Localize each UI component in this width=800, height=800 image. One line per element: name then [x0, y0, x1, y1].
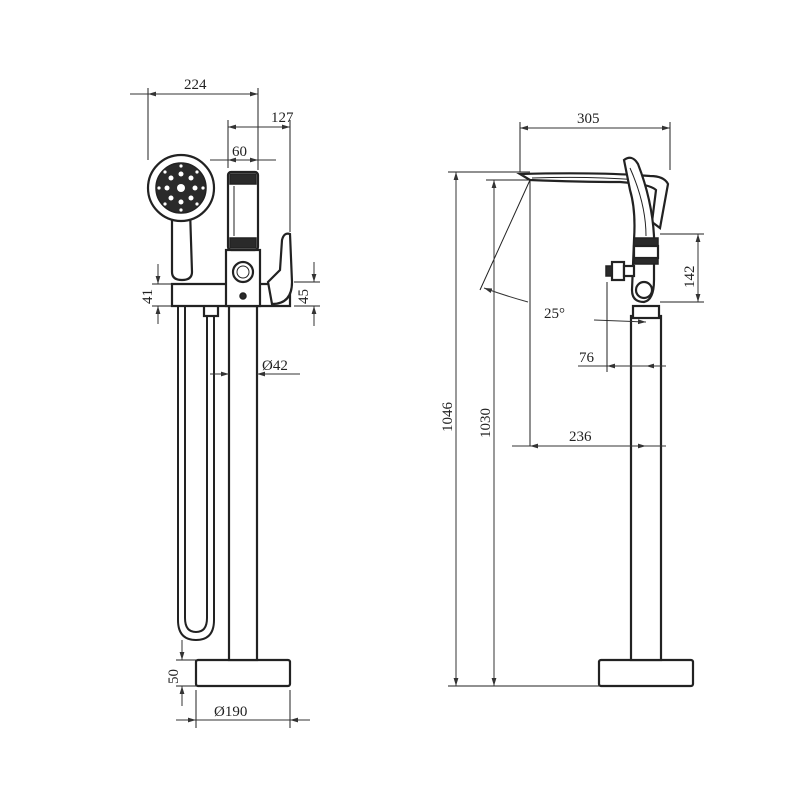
front-view: 224 127 60 41 45 Ø42 50	[130, 77, 320, 728]
front-base-plate	[194, 658, 292, 688]
dim-142-label: 142	[682, 266, 698, 289]
side-main-pipe	[629, 314, 663, 662]
front-main-pipe	[227, 304, 259, 662]
dim-76-label: 76	[579, 350, 595, 366]
lever-handle	[266, 232, 294, 306]
dim-305-label: 305	[577, 111, 600, 127]
dim-d42-label: Ø42	[262, 358, 288, 374]
hand-shower-handle	[170, 208, 194, 282]
diverter-knob	[231, 260, 255, 284]
dim-236-label: 236	[569, 429, 592, 445]
dim-1046-label: 1046	[440, 402, 456, 433]
dim-127-label: 127	[271, 110, 294, 126]
shower-nozzles	[157, 164, 205, 212]
dim-224-label: 224	[184, 77, 207, 93]
side-hose-outlet	[610, 260, 626, 282]
dim-d190-label: Ø190	[214, 704, 247, 720]
side-lever-handle	[622, 156, 656, 304]
dim-45-label: 45	[296, 289, 312, 304]
dim-1030-label: 1030	[478, 408, 494, 438]
side-view: 305 142 25° 76 236 1046 1030	[440, 111, 704, 688]
dim-41-label: 41	[140, 289, 156, 304]
dim-60-label: 60	[232, 144, 247, 160]
dim-50-label: 50	[166, 669, 182, 684]
hand-shower-hose	[177, 299, 215, 642]
dim-25deg-label: 25°	[544, 306, 565, 322]
shower-holder	[226, 170, 260, 252]
side-base-plate	[597, 658, 695, 688]
